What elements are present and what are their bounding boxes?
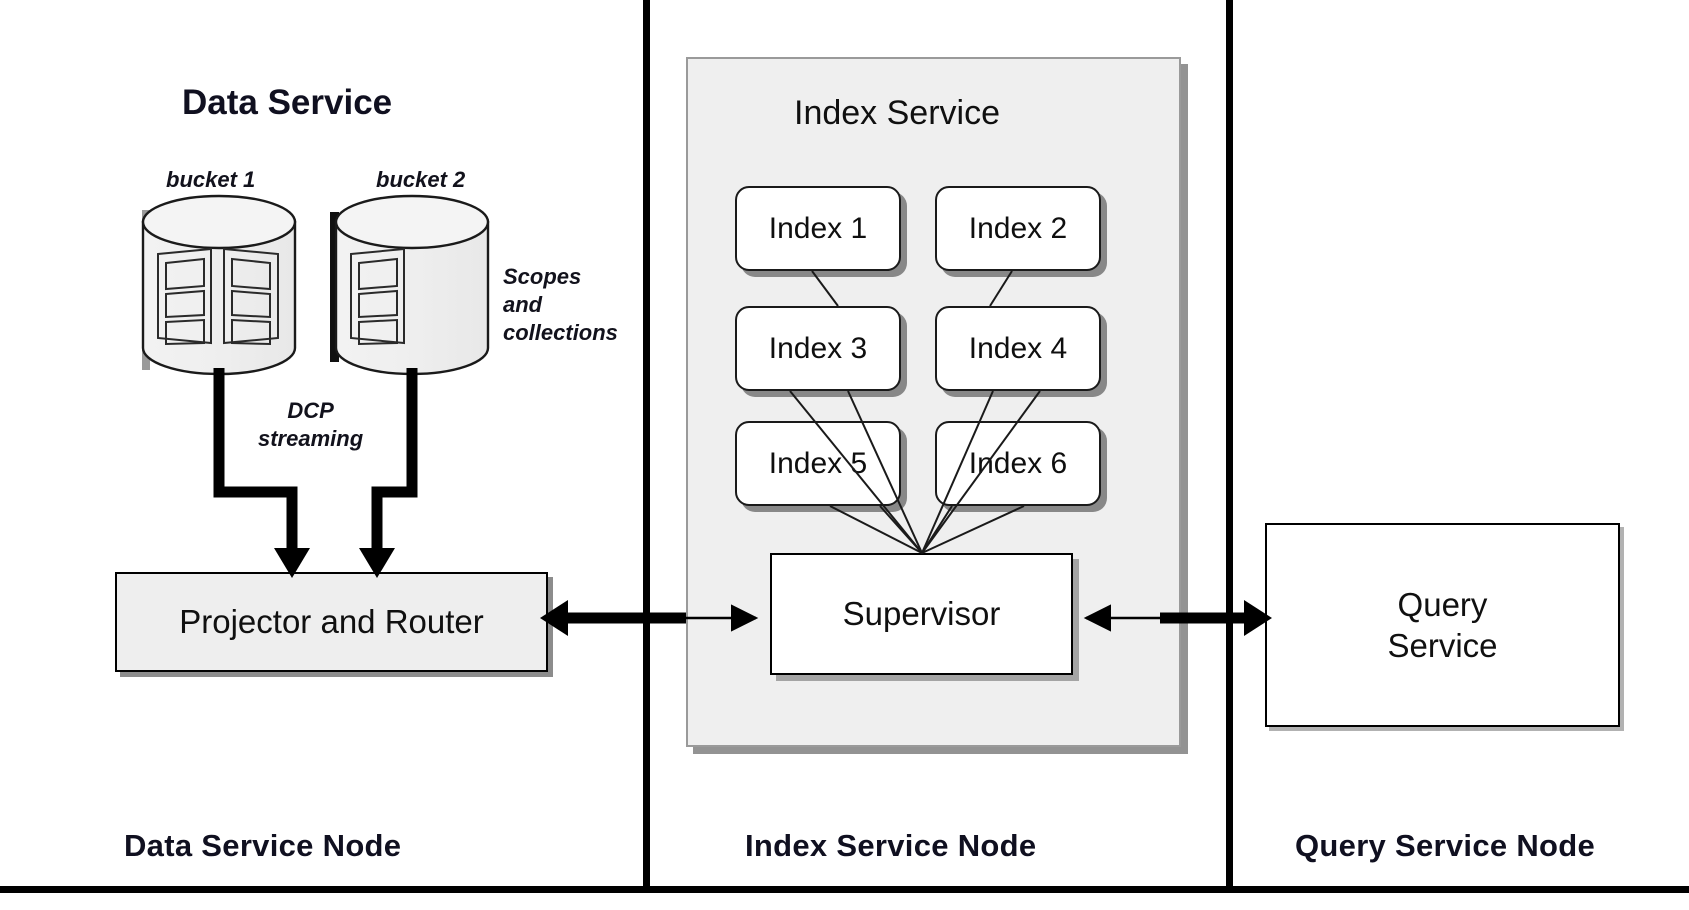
index-card-2-label: Index 2 xyxy=(968,211,1068,245)
projector-supervisor-thick-link xyxy=(540,600,686,636)
index-service-node-label: Index Service Node xyxy=(745,828,1037,863)
bucket-1-label: bucket 1 xyxy=(166,167,256,192)
supervisor-label: Supervisor xyxy=(842,595,1001,633)
index-card-4[interactable]: Index 4 xyxy=(935,306,1101,391)
index-card-6[interactable]: Index 6 xyxy=(935,421,1101,506)
supervisor-box[interactable]: Supervisor xyxy=(770,553,1073,675)
bottom-border-rule xyxy=(0,886,1689,893)
dcp-annotation-line-1: DCP xyxy=(287,398,334,423)
dcp-streaming-annotation: DCP streaming xyxy=(258,397,363,453)
bucket-2-label: bucket 2 xyxy=(376,167,466,192)
index-card-5[interactable]: Index 5 xyxy=(735,421,901,506)
index-card-6-label: Index 6 xyxy=(968,446,1068,480)
query-service-node-label: Query Service Node xyxy=(1295,828,1596,863)
query-service-label-line-2: Service xyxy=(1387,627,1498,664)
index-card-3-label: Index 3 xyxy=(768,331,868,365)
dcp-streaming-bucket-2-wire xyxy=(359,368,418,578)
index-card-1-label: Index 1 xyxy=(768,211,868,245)
index-card-1[interactable]: Index 1 xyxy=(735,186,901,271)
scopes-and-collections-annotation: Scopes and collections xyxy=(503,263,618,347)
query-service-label: Query Service xyxy=(1387,584,1497,667)
query-service-label-line-1: Query xyxy=(1397,585,1488,623)
scopes-annotation-line-2: and xyxy=(503,292,543,317)
divider-data-index xyxy=(643,0,650,888)
scopes-annotation-line-1: Scopes xyxy=(503,264,582,289)
index-card-2[interactable]: Index 2 xyxy=(935,186,1101,271)
data-service-node-label: Data Service Node xyxy=(124,828,402,863)
index-card-5-label: Index 5 xyxy=(768,446,868,480)
divider-index-query xyxy=(1226,0,1233,888)
projector-and-router-label: Projector and Router xyxy=(179,603,484,641)
index-service-title: Index Service xyxy=(794,94,1000,132)
query-service-box[interactable]: Query Service xyxy=(1265,523,1620,727)
data-service-title: Data Service xyxy=(182,83,393,122)
bucket-1-cylinder xyxy=(141,194,297,376)
scopes-annotation-line-3: collections xyxy=(503,320,618,345)
index-card-3[interactable]: Index 3 xyxy=(735,306,901,391)
dcp-annotation-line-2: streaming xyxy=(258,426,364,451)
index-card-4-label: Index 4 xyxy=(968,331,1068,365)
projector-and-router-box[interactable]: Projector and Router xyxy=(115,572,548,672)
bucket-2-cylinder xyxy=(334,194,490,376)
